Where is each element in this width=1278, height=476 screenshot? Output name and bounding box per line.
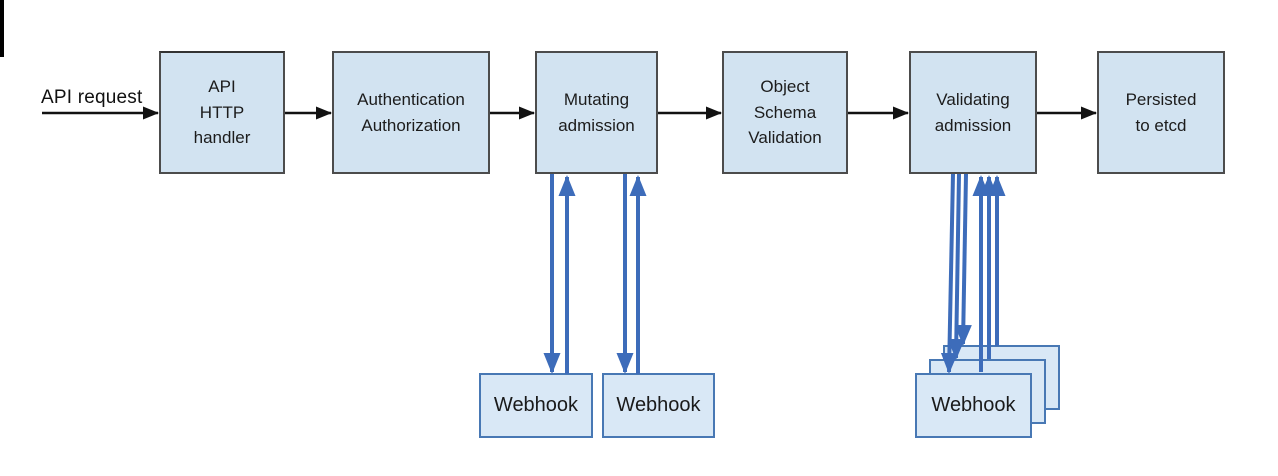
node-api-http-handler: API HTTP handler — [159, 51, 285, 174]
scan-artifact-bar — [0, 0, 4, 57]
webhook-call-arrow-validating-3 — [954, 173, 972, 346]
webhook-label: Webhook — [616, 394, 701, 416]
node-label: Persisted to etcd — [1125, 90, 1197, 135]
node-object-schema-validation: Object Schema Validation — [722, 51, 848, 174]
mutating-webhook-box-1: Webhook — [479, 373, 593, 438]
webhook-label: Webhook — [931, 394, 1016, 416]
node-label: Mutating admission — [558, 90, 635, 135]
api-request-label: API request — [41, 87, 143, 108]
webhook-call-arrow-validating-1 — [940, 173, 958, 374]
node-authentication-authorization: Authentication Authorization — [332, 51, 490, 174]
webhook-call-arrow-validating-2 — [947, 173, 965, 360]
node-label: Validating admission — [934, 90, 1012, 135]
node-label: Authentication Authorization — [357, 90, 465, 135]
node-validating-admission: Validating admission — [909, 51, 1037, 174]
node-label: Object Schema Validation — [748, 77, 822, 148]
node-label: API HTTP handler — [193, 77, 251, 148]
node-persisted-to-etcd: Persisted to etcd — [1097, 51, 1225, 174]
node-mutating-admission: Mutating admission — [535, 51, 658, 174]
webhook-label: Webhook — [493, 394, 579, 416]
mutating-webhook-box-2: Webhook — [602, 373, 715, 438]
validating-webhook-box-front: Webhook — [915, 373, 1032, 438]
